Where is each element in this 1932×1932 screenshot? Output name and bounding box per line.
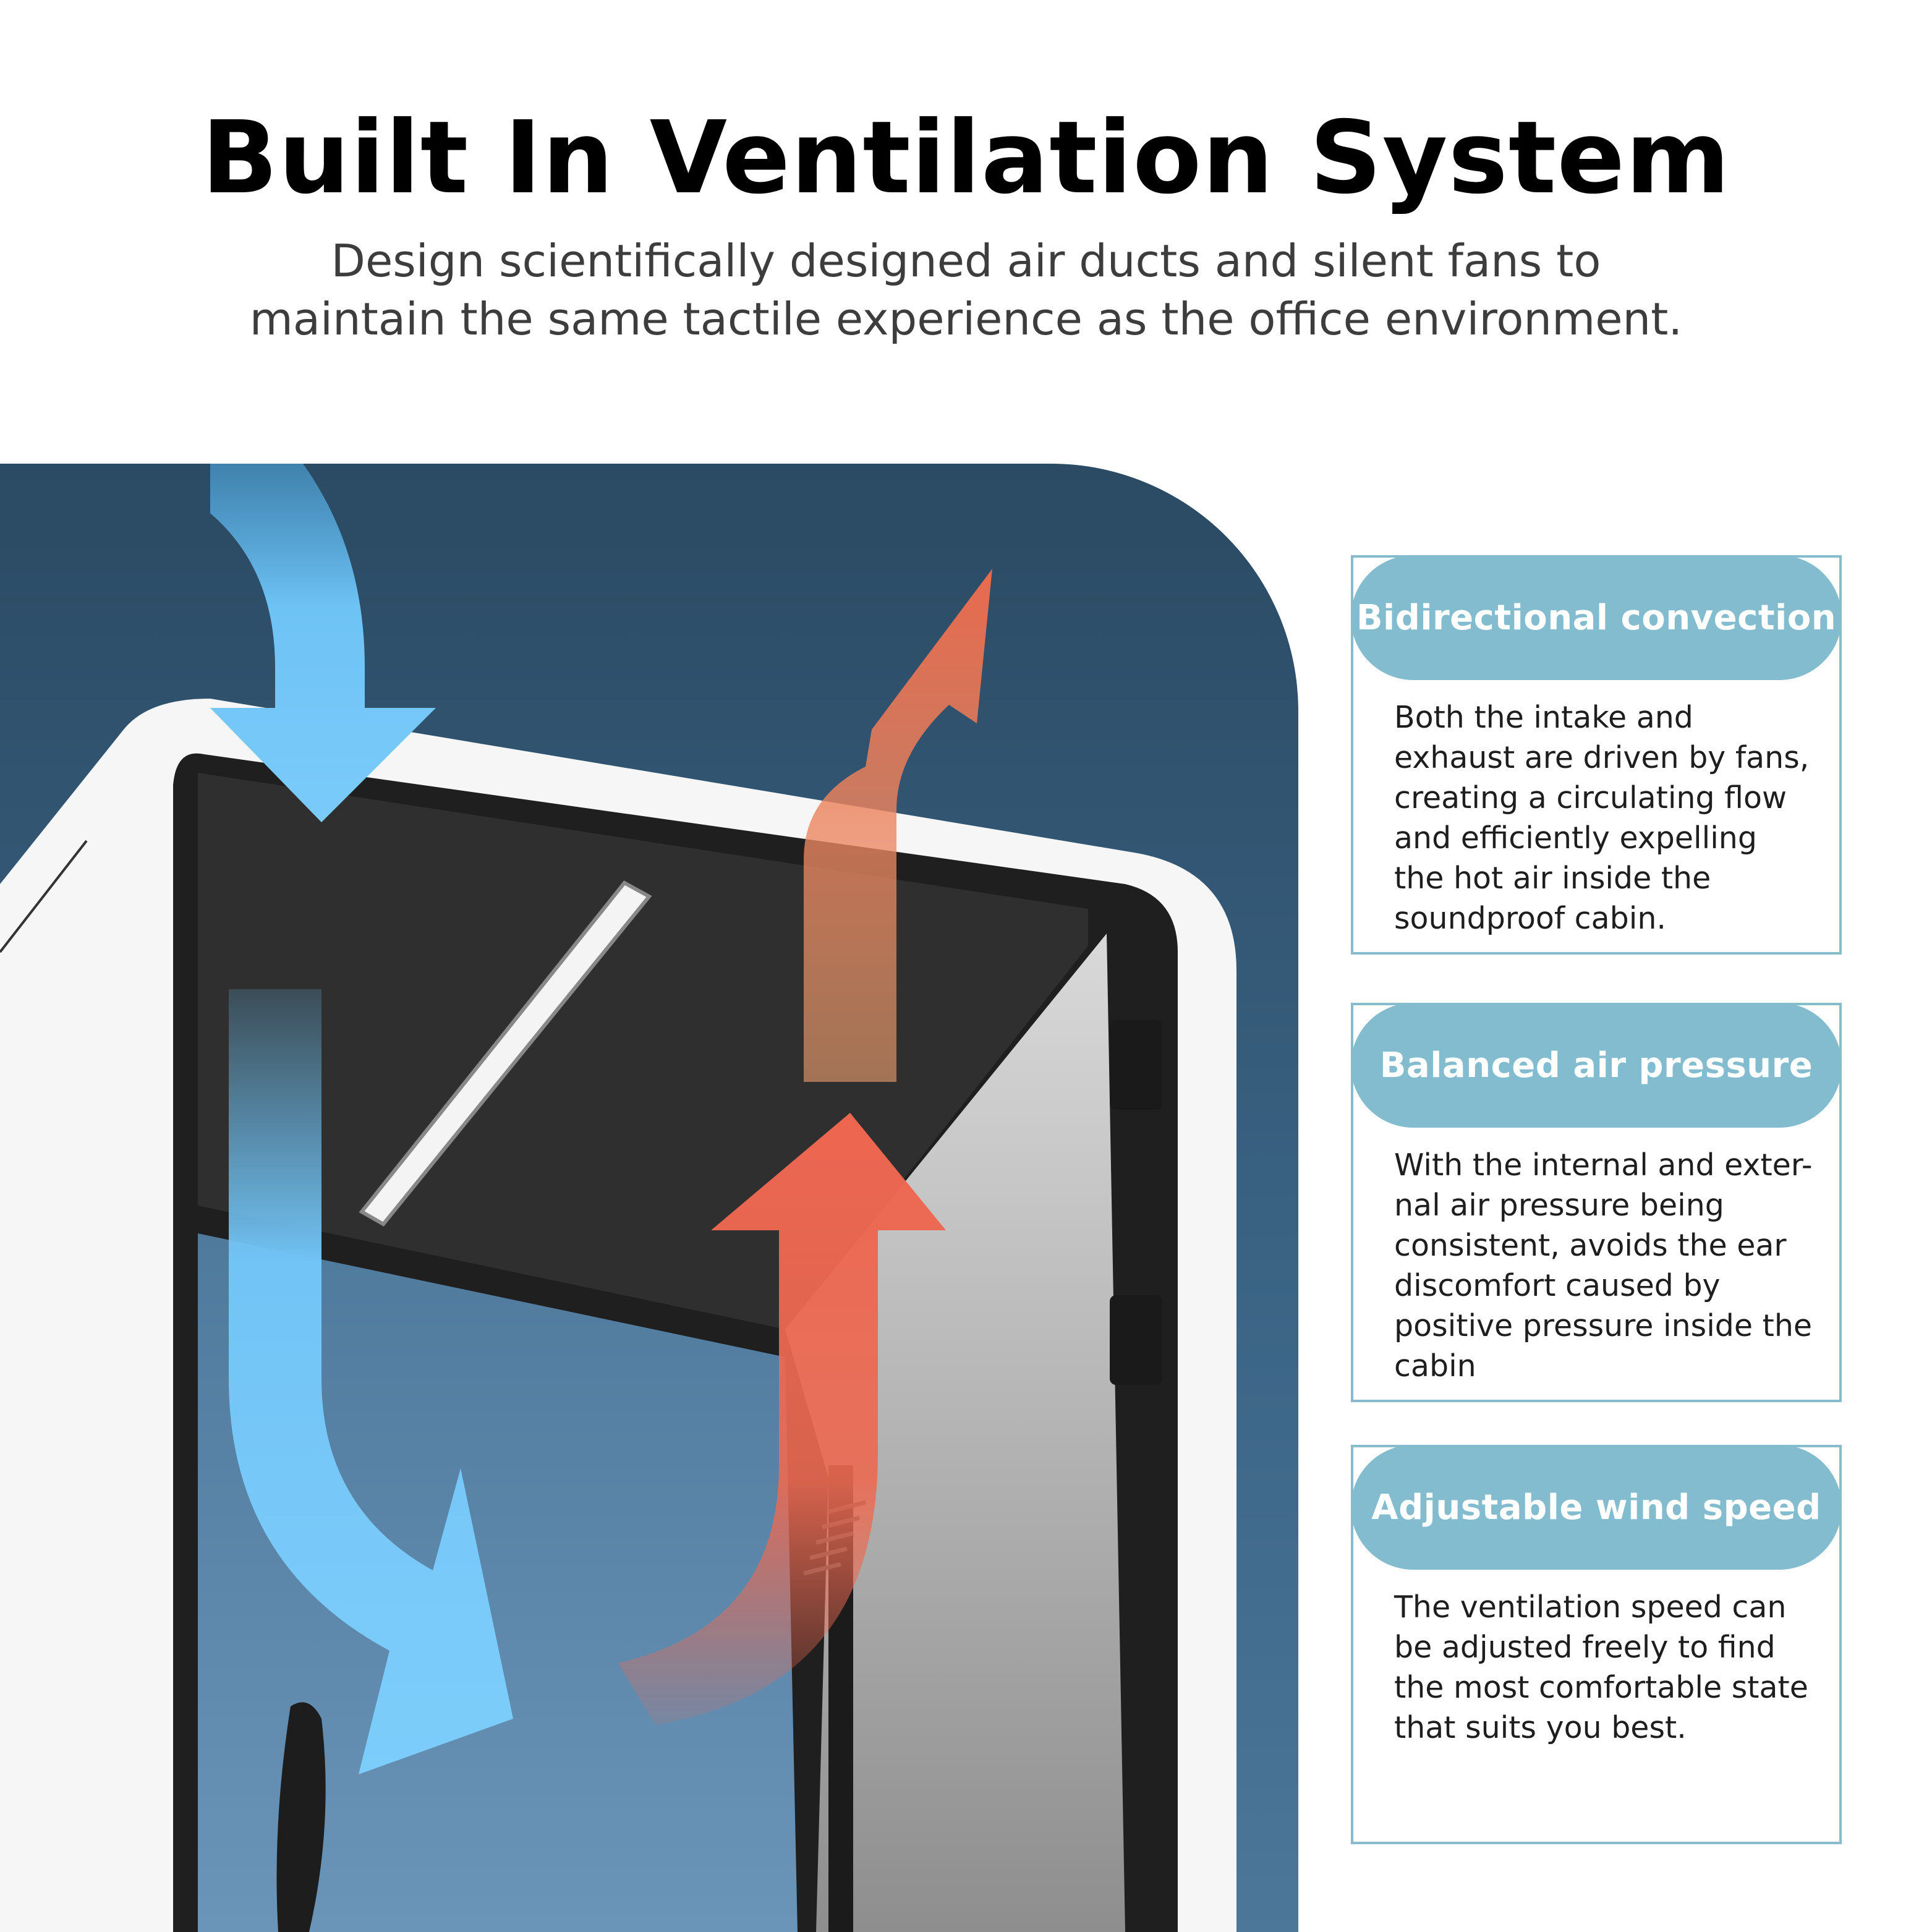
side-wall bbox=[785, 934, 1125, 1932]
page-subtitle: Design scientifically designed air ducts… bbox=[173, 232, 1759, 348]
feature-card-header: Bidirectional convection bbox=[1351, 555, 1842, 680]
feature-card-title: Bidirectional convection bbox=[1356, 597, 1837, 638]
exhaust-arrow-bottom bbox=[618, 1113, 946, 1725]
subtitle-line-2: maintain the same tactile experience as … bbox=[249, 293, 1683, 345]
ceiling-light bbox=[359, 880, 652, 1227]
subtitle-line-1: Design scientifically designed air ducts… bbox=[331, 235, 1601, 287]
hinge-top bbox=[1110, 1020, 1162, 1110]
feature-card-balanced-air-pressure: Balanced air pressure With the internal … bbox=[1351, 1003, 1842, 1402]
door-handle bbox=[276, 1702, 326, 1932]
ventilation-illustration bbox=[0, 464, 1298, 1932]
feature-card-adjustable-wind-speed: Adjustable wind speed The ventilation sp… bbox=[1351, 1445, 1842, 1844]
feature-card-header: Adjustable wind speed bbox=[1351, 1445, 1842, 1570]
hinge-bottom bbox=[1110, 1295, 1162, 1385]
glass-wall bbox=[198, 1233, 798, 1932]
feature-card-header: Balanced air pressure bbox=[1351, 1003, 1842, 1128]
cabin-edge-line bbox=[0, 840, 88, 953]
feature-card-body: The ventilation speed can be adjusted fr… bbox=[1394, 1589, 1808, 1745]
intake-arrow-bottom bbox=[229, 989, 513, 1774]
exhaust-arrow-top bbox=[804, 569, 992, 1082]
feature-card-body: Both the intake and exhaust are driven b… bbox=[1394, 700, 1810, 936]
feature-card-bidirectional-convection: Bidirectional convection Both the intake… bbox=[1351, 555, 1842, 955]
feature-card-title: Balanced air pressure bbox=[1379, 1045, 1813, 1086]
cabin-illustration bbox=[0, 464, 1236, 1932]
feature-card-title: Adjustable wind speed bbox=[1371, 1487, 1821, 1528]
intake-arrow-top bbox=[210, 464, 436, 822]
feature-card-body: With the internal and exter-nal air pres… bbox=[1394, 1147, 1813, 1384]
page-title: Built In Ventilation System bbox=[201, 100, 1731, 216]
